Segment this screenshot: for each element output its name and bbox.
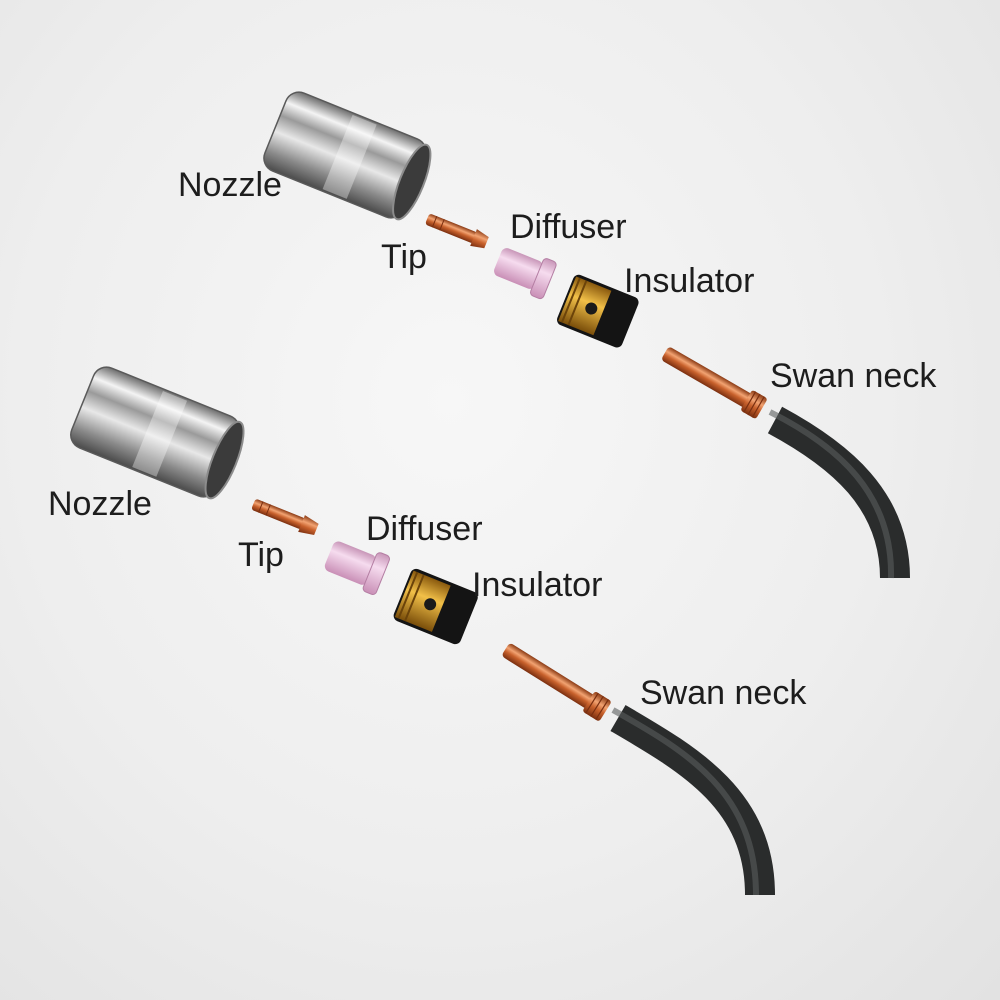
gas-diffuser (494, 248, 557, 300)
torch-assembly-1 (263, 91, 910, 579)
insulator-label: Insulator (624, 262, 755, 300)
nozzle-label: Nozzle (178, 166, 282, 204)
insulator-label: Insulator (472, 566, 603, 604)
tip-label: Tip (381, 238, 427, 276)
contact-tip (425, 214, 489, 249)
swan-neck (662, 347, 910, 579)
swan-neck (502, 643, 775, 896)
diffuser-label: Diffuser (366, 510, 483, 548)
gas-diffuser (324, 541, 390, 596)
nozzle-label: Nozzle (48, 485, 152, 523)
tip-label: Tip (238, 536, 284, 574)
swan-neck-label: Swan neck (770, 357, 937, 395)
nozzle (70, 366, 245, 500)
nozzle (263, 91, 432, 221)
diffuser-label: Diffuser (510, 208, 627, 246)
torch-assembly-2 (70, 366, 775, 896)
contact-tip (251, 499, 319, 536)
insulator (393, 568, 478, 645)
insulator (557, 274, 639, 348)
swan-neck-label: Swan neck (640, 674, 807, 712)
